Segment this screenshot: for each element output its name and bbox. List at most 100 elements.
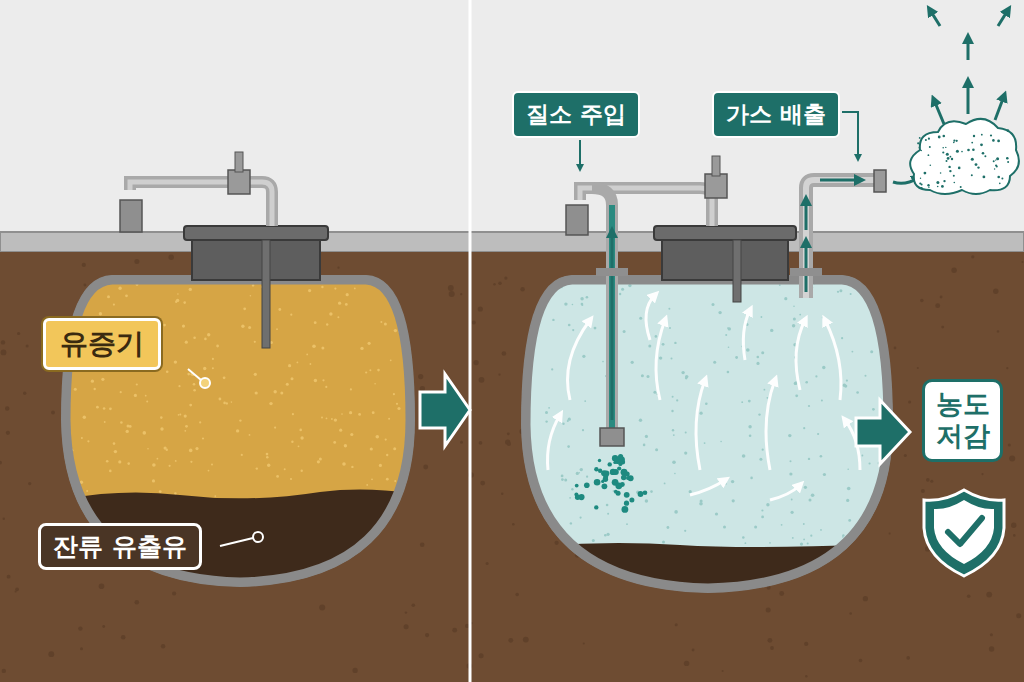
texture-dot [571, 488, 573, 490]
texture-dot [74, 388, 77, 391]
texture-dot [337, 267, 339, 269]
texture-dot [2, 669, 6, 673]
texture-dot [203, 367, 206, 370]
texture-dot [341, 413, 343, 415]
texture-dot [567, 445, 570, 448]
texture-dot [639, 419, 642, 422]
texture-dot [353, 668, 358, 673]
texture-dot [278, 308, 281, 311]
texture-dot [448, 285, 454, 291]
texture-dot [183, 301, 186, 304]
texture-dot [17, 332, 20, 335]
texture-dot [993, 289, 998, 294]
texture-dot [479, 441, 483, 445]
texture-dot [394, 329, 397, 332]
texture-dot [839, 289, 842, 292]
texture-dot [48, 651, 54, 657]
texture-dot [333, 441, 336, 444]
texture-dot [728, 327, 731, 330]
texture-dot [319, 604, 325, 610]
texture-dot [725, 334, 727, 336]
texture-dot [919, 147, 921, 149]
texture-dot [672, 460, 676, 464]
texture-dot [350, 433, 353, 436]
texture-dot [850, 293, 852, 295]
texture-dot [856, 391, 859, 394]
texture-dot [745, 542, 747, 544]
texture-dot [822, 317, 824, 319]
texture-dot [91, 380, 94, 383]
texture-dot [204, 338, 207, 341]
texture-dot [104, 421, 106, 423]
texture-dot [118, 460, 121, 463]
texture-dot [190, 461, 192, 463]
texture-dot [921, 489, 925, 493]
texture-dot [713, 361, 716, 364]
texture-dot [981, 473, 983, 475]
texture-dot [720, 441, 722, 443]
texture-dot [312, 344, 316, 348]
texture-dot [377, 369, 380, 372]
texture-dot [280, 392, 283, 395]
texture-dot [452, 628, 457, 633]
texture-dot [329, 312, 332, 315]
texture-dot [266, 453, 269, 456]
texture-dot [568, 324, 571, 327]
texture-dot [208, 470, 210, 472]
texture-dot [507, 442, 511, 446]
texture-dot [983, 176, 986, 179]
texture-dot [990, 134, 992, 136]
texture-dot [334, 418, 337, 421]
texture-dot [685, 377, 688, 380]
texture-dot [87, 440, 89, 442]
texture-dot [581, 303, 584, 306]
texture-dot [568, 418, 571, 421]
texture-dot [997, 140, 1000, 143]
texture-dot [386, 478, 389, 481]
texture-dot [662, 343, 665, 346]
spray-dot [615, 482, 622, 489]
texture-dot [1007, 129, 1010, 132]
texture-dot [662, 540, 665, 543]
texture-dot [317, 460, 320, 463]
texture-dot [639, 317, 642, 320]
texture-dot [669, 327, 671, 329]
texture-dot [941, 326, 944, 329]
texture-dot [404, 624, 409, 629]
label-box: 가스 배출 [712, 91, 840, 138]
node-text: 농도 저감 [933, 388, 992, 453]
texture-dot [735, 356, 738, 359]
texture-dot [402, 293, 405, 296]
texture-dot [297, 362, 299, 364]
texture-dot [921, 187, 923, 189]
texture-dot [766, 608, 771, 613]
texture-dot [741, 401, 743, 403]
texture-dot [202, 437, 204, 439]
texture-dot [126, 430, 129, 433]
texture-dot [393, 447, 396, 450]
texture-dot [99, 312, 102, 315]
texture-dot [754, 526, 757, 529]
texture-dot [350, 388, 352, 390]
texture-dot [480, 481, 485, 486]
texture-dot [645, 435, 648, 438]
texture-dot [189, 288, 192, 291]
texture-dot [394, 480, 396, 482]
texture-dot [841, 337, 843, 339]
node-text: 가스 배출 [726, 99, 826, 130]
texture-dot [917, 142, 919, 144]
texture-dot [768, 638, 773, 643]
texture-dot [236, 429, 239, 432]
texture-dot [178, 414, 180, 416]
texture-dot [366, 484, 368, 486]
texture-dot [742, 454, 746, 458]
texture-dot [757, 356, 760, 359]
texture-dot [406, 299, 409, 302]
texture-dot [193, 336, 196, 339]
texture-dot [847, 487, 851, 491]
texture-dot [607, 513, 609, 515]
texture-dot [508, 638, 513, 643]
texture-dot [346, 293, 349, 296]
texture-dot [548, 407, 550, 409]
texture-dot [971, 255, 974, 258]
